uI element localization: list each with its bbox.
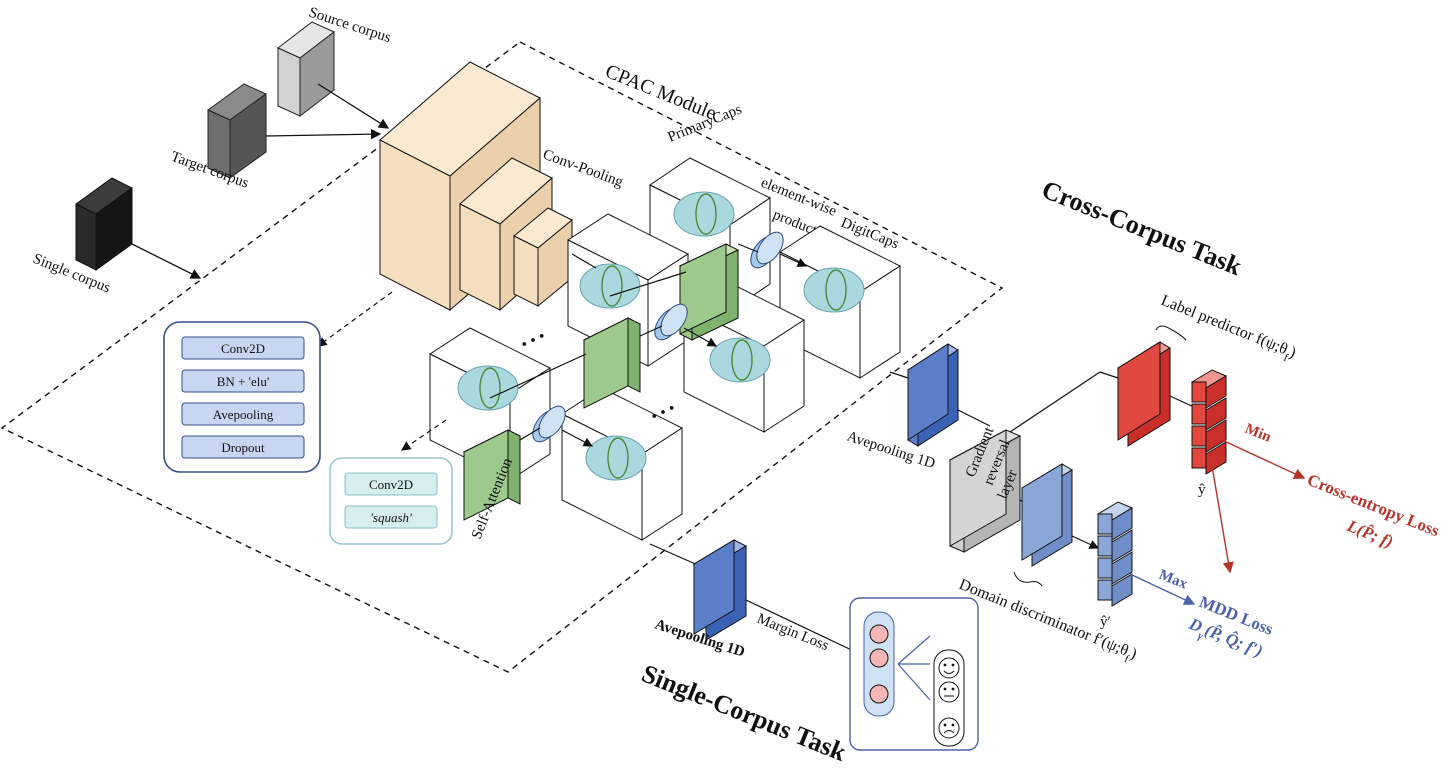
y-hat-prime-label: ŷ′ [1100, 614, 1111, 630]
elementwise-label: element-wise [759, 175, 839, 220]
caps-arrow-1 [737, 243, 759, 253]
caps-arrow-6 [561, 429, 594, 447]
domain-output-column [1096, 501, 1134, 607]
dropout-text: Dropout [221, 440, 265, 455]
bn-elu-text: BN + 'elu' [217, 374, 269, 389]
cpac-module-boundary [0, 41, 1004, 673]
conv2d-text: Conv2D [221, 341, 265, 356]
capsule-cube-6 [560, 387, 684, 541]
module-to-cross [889, 371, 909, 379]
min-label: Min [1243, 421, 1274, 446]
caps-arrow-2 [779, 253, 808, 267]
product-disc-3 [532, 405, 566, 443]
caps-arrow-8 [489, 353, 587, 399]
caps-block-legend: Conv2D 'squash' [329, 457, 453, 545]
domain-disc-brace [1013, 571, 1043, 587]
grl-to-label [1009, 371, 1101, 433]
conv-pooling-label: Conv-Pooling [541, 147, 626, 191]
conv2d-pill [181, 336, 305, 360]
conv-block-legend: Conv2D BN + 'elu' Avepooling Dropout [163, 321, 321, 473]
caps-arrow-7 [609, 271, 687, 297]
self-attention-slab-3 [462, 429, 522, 521]
target-corpus-block [207, 83, 267, 179]
product-disc-1 [750, 231, 784, 269]
product-disc-2 [654, 303, 688, 341]
self-attention-slab-2 [582, 317, 642, 409]
target-arrow [265, 128, 382, 140]
single-corpus-block [75, 177, 133, 271]
label-predictor-label: Label predictor f(ψ;θf) [1157, 292, 1299, 366]
dropout-pill [181, 435, 305, 459]
avepooling-pill [181, 402, 305, 426]
margin-loss-label: Margin Loss [755, 611, 832, 654]
label-predictor-brace [1155, 325, 1187, 341]
caps-arrow-5 [519, 427, 541, 441]
capsule-cube-3 [778, 225, 902, 379]
ellipsis-2: • • • [649, 400, 679, 426]
avepool-to-grl [957, 409, 991, 427]
single-arrow [131, 243, 202, 279]
sad-face-icon [938, 717, 960, 739]
conv-pooling-stack [379, 61, 573, 312]
avepooling-text: Avepooling [213, 407, 274, 422]
label-output-column [1190, 369, 1228, 475]
min-arrow [1221, 439, 1306, 479]
caps-arrow-9 [571, 253, 597, 269]
single-corpus-title: Single-Corpus Task [638, 659, 851, 768]
cross-avepool-slab [907, 343, 959, 447]
conv-legend-pointer [317, 291, 393, 347]
ellipsis-1: • • • [519, 328, 549, 354]
caps-conv2d-pill [344, 472, 438, 496]
squash-text: 'squash' [370, 510, 412, 525]
max-arrow [1129, 573, 1196, 605]
disc-to-output [1071, 535, 1100, 549]
margin-loss-arrow [745, 599, 862, 655]
gradient-reversal-layer [948, 429, 1022, 553]
label-predictor-slab [1117, 341, 1171, 447]
y-hat-label: ŷ [1198, 482, 1206, 498]
single-avepool-slab [692, 539, 748, 641]
module-to-single [649, 543, 701, 567]
capsule-cube-4 [682, 279, 806, 433]
caps-arrow-3 [639, 325, 663, 337]
self-attention-slab-1 [678, 243, 740, 341]
squash-pill [344, 505, 438, 529]
caps-conv2d-text: Conv2D [369, 477, 413, 492]
label-to-mdd-arrow [1211, 465, 1234, 574]
cross-corpus-title: Cross-Corpus Task [1038, 175, 1247, 282]
caps-arrow-4 [683, 327, 718, 347]
happy-face-icon [938, 657, 960, 679]
source-corpus-block [277, 21, 335, 118]
bn-elu-pill [181, 369, 305, 393]
neutral-face-icon [938, 681, 960, 703]
emotion-output-box [849, 597, 979, 751]
source-arrow [317, 83, 390, 129]
domain-discriminator-slab [1021, 463, 1073, 567]
